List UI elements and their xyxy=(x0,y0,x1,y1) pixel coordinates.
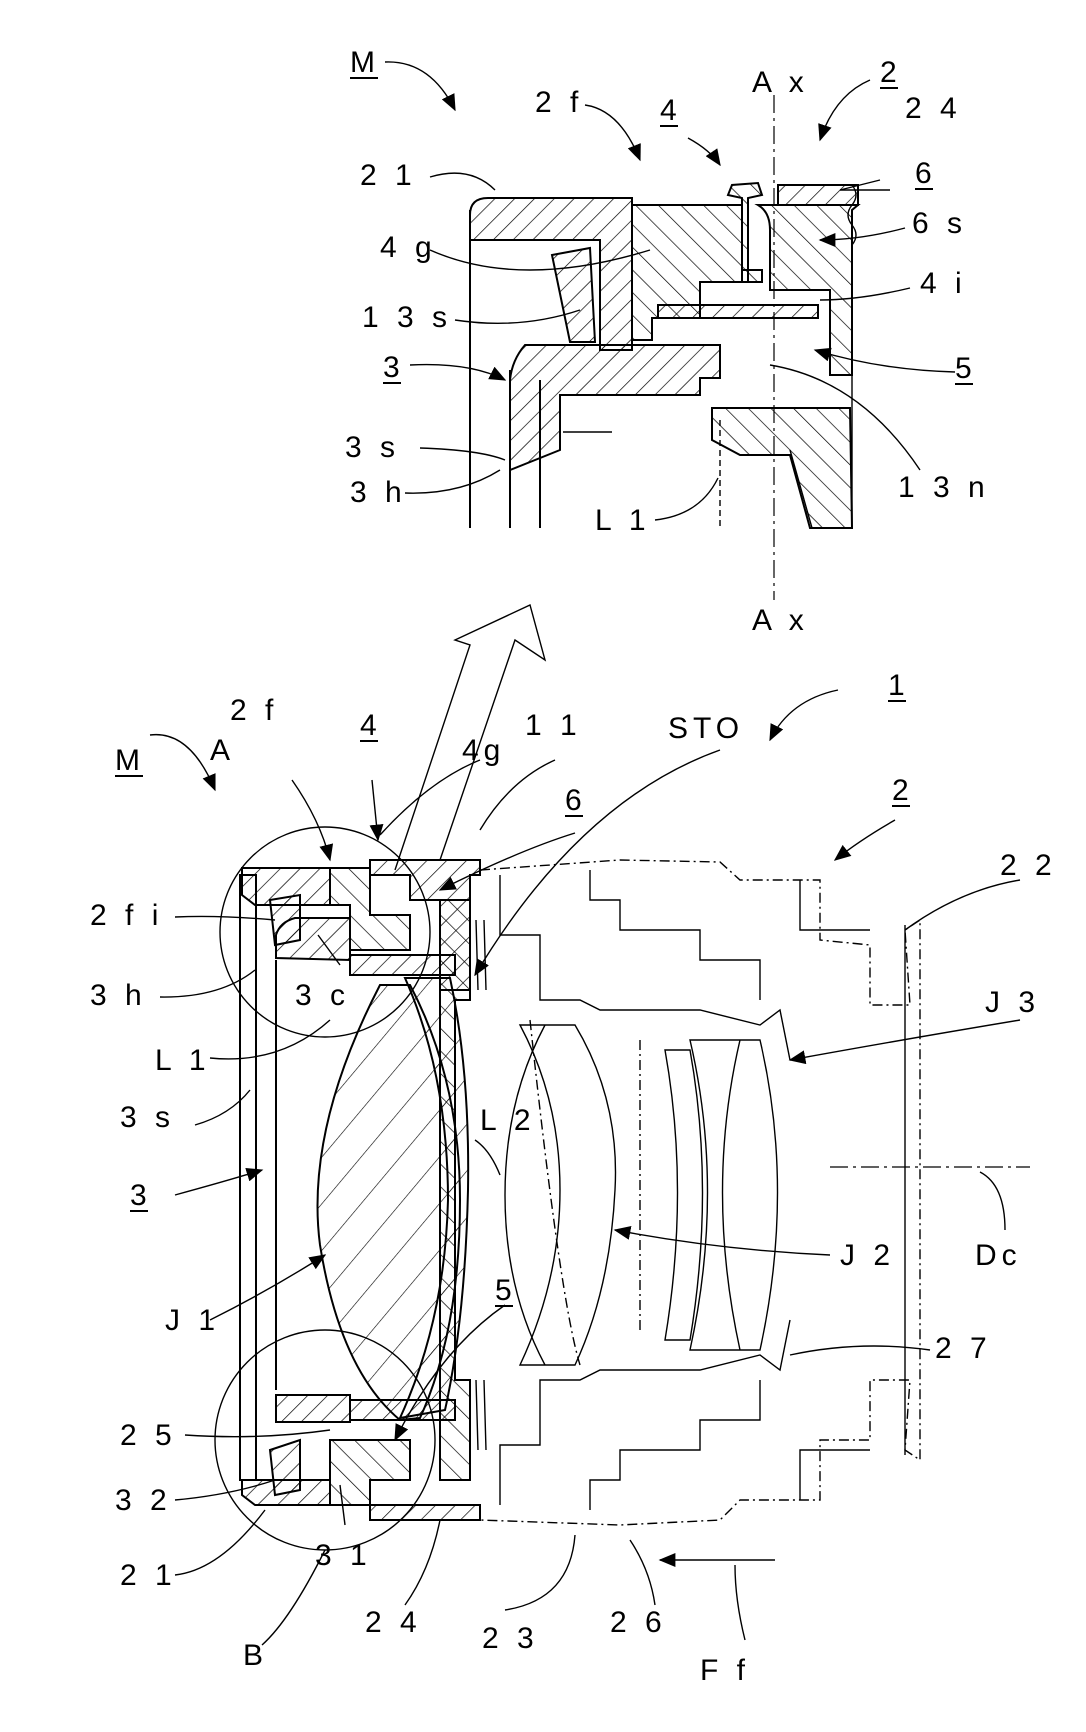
label-32-main: 3 2 xyxy=(115,1484,172,1517)
label-3c-main: 3 c xyxy=(295,979,350,1012)
label-3h-main: 3 h xyxy=(90,979,147,1012)
label-Ax-top: A x xyxy=(752,66,809,99)
label-4i-detail: 4 i xyxy=(920,267,967,300)
label-24-main: 2 4 xyxy=(365,1606,422,1639)
label-4g-detail: 4 g xyxy=(380,231,437,264)
label-11-main: 1 1 xyxy=(525,709,582,742)
label-J1-main: J 1 xyxy=(165,1304,220,1337)
label-6s-detail: 6 s xyxy=(912,207,967,240)
leader-lines xyxy=(149,61,1021,1646)
label-13n-detail: 1 3 n xyxy=(898,471,990,504)
label-L1-main: L 1 xyxy=(155,1044,211,1077)
label-4-detail: 4 xyxy=(660,94,682,127)
label-31-main: 3 1 xyxy=(315,1539,372,1572)
label-1-main: 1 xyxy=(888,669,910,702)
main-labels: 1 2 f 4 1 1 STO M A 4g 6 2 2 2 2 f i 3 h… xyxy=(90,669,1057,1687)
label-3h-detail: 3 h xyxy=(350,476,407,509)
label-A: A xyxy=(210,734,235,767)
label-26-main: 2 6 xyxy=(610,1606,667,1639)
label-STO: STO xyxy=(668,712,744,745)
label-3s-main: 3 s xyxy=(120,1101,175,1134)
label-M-detail: M xyxy=(350,46,380,79)
label-13s-detail: 1 3 s xyxy=(362,301,452,334)
label-L2-main: L 2 xyxy=(480,1104,536,1137)
label-6-main: 6 xyxy=(565,784,587,817)
label-M-main: M xyxy=(115,744,145,777)
detail-view xyxy=(469,95,861,600)
label-24-detail: 2 4 xyxy=(905,92,962,125)
label-L1-detail: L 1 xyxy=(595,504,651,537)
label-21-main: 2 1 xyxy=(120,1559,177,1592)
label-4-main: 4 xyxy=(360,709,382,742)
label-J3-main: J 3 xyxy=(985,986,1040,1019)
label-J2-main: J 2 xyxy=(840,1239,895,1272)
label-2-detail: 2 xyxy=(880,56,902,89)
label-3s-detail: 3 s xyxy=(345,431,400,464)
label-5-main: 5 xyxy=(495,1274,517,1307)
label-Dc: Dc xyxy=(975,1239,1022,1272)
label-Ff: F f xyxy=(700,1654,750,1687)
label-23-main: 2 3 xyxy=(482,1622,539,1655)
label-22-main: 2 2 xyxy=(1000,849,1057,882)
main-view xyxy=(214,604,1030,1551)
label-2f-main: 2 f xyxy=(230,694,278,727)
label-3-detail: 3 xyxy=(383,351,405,384)
label-6-detail: 6 xyxy=(915,157,937,190)
label-5-detail: 5 xyxy=(955,352,977,385)
label-2-main: 2 xyxy=(892,774,914,807)
detail-labels: M 2 f 4 A x 2 2 4 2 1 6 6 s 4 g 4 i 1 3 … xyxy=(345,46,990,637)
label-B: B xyxy=(243,1639,268,1672)
label-2f-detail: 2 f xyxy=(535,86,583,119)
label-21-detail: 2 1 xyxy=(360,159,417,192)
label-4g-main: 4g xyxy=(462,734,505,767)
label-27-main: 2 7 xyxy=(935,1332,992,1365)
label-25-main: 2 5 xyxy=(120,1419,177,1452)
label-Ax-bottom: A x xyxy=(752,604,809,637)
label-3-main: 3 xyxy=(130,1179,152,1212)
label-2fi-main: 2 f i xyxy=(90,899,163,932)
